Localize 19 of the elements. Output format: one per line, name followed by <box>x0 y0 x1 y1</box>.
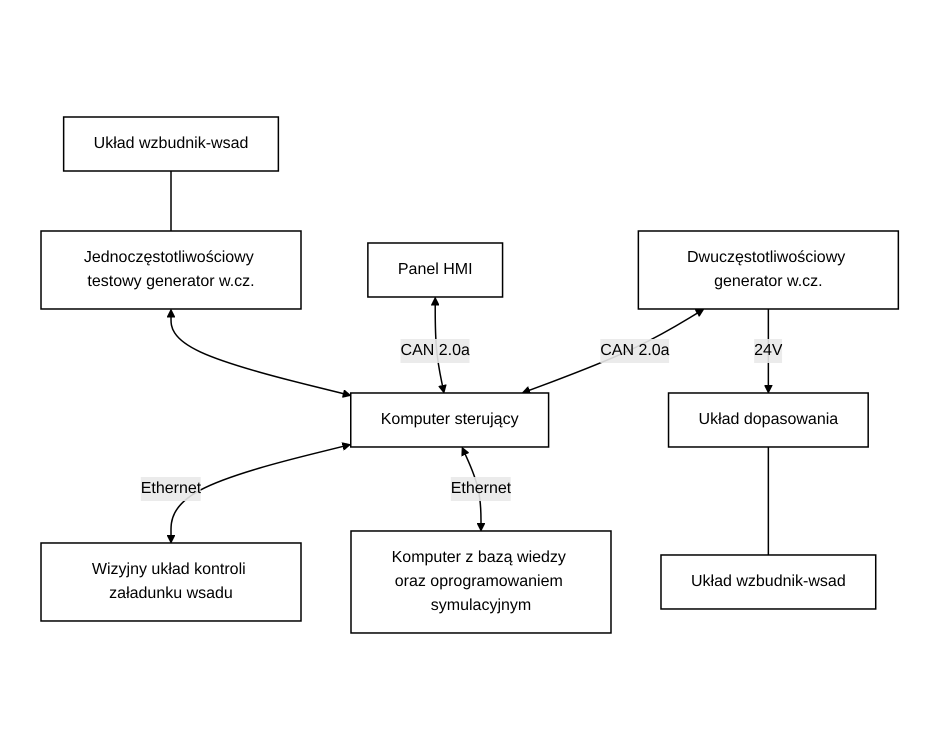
node-box: Układ wzbudnik-wsad <box>63 116 280 172</box>
connector <box>768 446 770 554</box>
node-box: Jednoczęstotliwościowy testowy generator w.cz. <box>40 230 302 310</box>
node-box: Komputer sterujący <box>350 392 550 448</box>
edge-label: Ethernet <box>451 479 512 496</box>
arrow <box>166 442 352 543</box>
edge-label: CAN 2.0a <box>400 341 470 358</box>
node-box: Układ wzbudnik-wsad <box>660 554 877 610</box>
node-box: Wizyjny układ kontroli załadunku wsadu <box>40 542 302 622</box>
node-box: Dwuczęstotliwościowy generator w.cz. <box>638 230 900 310</box>
arrow <box>166 308 352 398</box>
arrow <box>522 308 704 394</box>
edge-label: Ethernet <box>141 479 202 496</box>
edge-label: 24V <box>754 341 783 358</box>
node-box: Panel HMI <box>367 242 504 298</box>
node-box: Komputer z bazą wiedzy oraz oprogramowaniem symulacyjnym <box>350 530 612 634</box>
connector <box>170 170 172 230</box>
edge-label: CAN 2.0a <box>600 341 670 358</box>
node-box: Układ dopasowania <box>668 392 870 448</box>
